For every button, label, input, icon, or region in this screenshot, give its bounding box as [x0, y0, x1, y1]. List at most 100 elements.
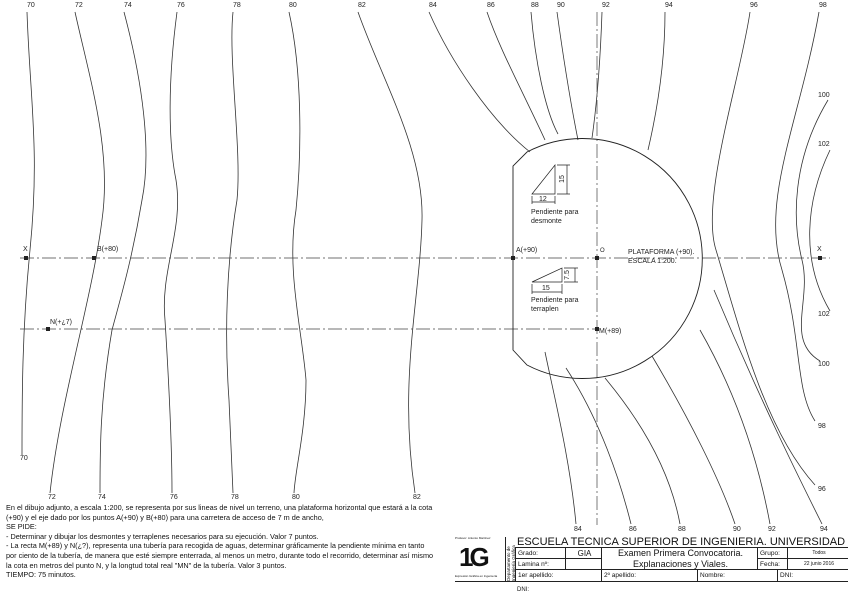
contour-elevation-label: 80: [292, 494, 300, 501]
contour-elevation-label: 80: [289, 2, 297, 9]
exam-title: Examen Primera Convocatoria. Explanacion…: [601, 548, 757, 570]
contour-line: [21, 11, 35, 456]
contour-elevation-label: 70: [20, 455, 28, 462]
contour-elevation-label: 70: [27, 2, 35, 9]
logo: Profesor: Antonio Martínez 1G Expresión …: [455, 537, 505, 582]
point-o-label: O: [600, 248, 605, 254]
contour-line: [699, 329, 771, 525]
contour-elevation-label: 78: [233, 2, 241, 9]
contour-elevation-label: 90: [557, 2, 565, 9]
contour-elevation-label: 94: [820, 526, 828, 533]
desmonte-slope-triangle: [531, 163, 556, 195]
contour-elevation-label: 86: [629, 526, 637, 533]
contour-line: [357, 11, 423, 494]
terraplen-slope-triangle: [531, 267, 563, 283]
point-n-label: N(+¿7): [50, 319, 72, 326]
contour-elevation-label: 96: [818, 486, 826, 493]
contour-line: [544, 351, 577, 525]
terraplen-caption-2: terraplen: [531, 306, 559, 313]
statement-task-1: - Determinar y dibujar los desmontes y t…: [6, 531, 319, 541]
contour-line: [288, 11, 307, 494]
contour-elevation-label: 76: [170, 494, 178, 501]
name-field[interactable]: Nombre:: [697, 570, 777, 582]
title-block: Profesor: Antonio Martínez 1G Expresión …: [455, 537, 848, 582]
fecha-value: 22 junio 2016: [787, 559, 848, 570]
contour-elevation-label: 84: [429, 2, 437, 9]
contour-line: [775, 11, 820, 422]
logo-caption: Expresión Gráfica en Ingeniería: [455, 574, 498, 578]
grupo-value: Todos: [787, 548, 848, 559]
contour-elevation-label: 78: [231, 494, 239, 501]
contour-elevation-label: 74: [124, 2, 132, 9]
point-x-right-marker: [818, 256, 822, 260]
point-x-left-marker: [24, 256, 28, 260]
contour-elevation-label: 74: [98, 494, 106, 501]
contour-elevation-label: 92: [602, 2, 610, 9]
school-title: ESCUELA TÉCNICA SUPERIOR DE INGENIERÍA. …: [515, 537, 848, 548]
fecha-label: Fecha:: [757, 559, 787, 570]
contour-line: [428, 11, 531, 153]
lamina-label: Lamina nº:: [515, 559, 565, 570]
terraplen-caption-1: Pendiente para: [531, 297, 579, 304]
point-x-left-label: X: [23, 246, 28, 253]
contour-line: [591, 11, 603, 139]
scale-label: ESCALA 1:200.: [628, 258, 677, 265]
desmonte-width: 12: [539, 196, 547, 203]
contour-elevation-label: 102: [818, 311, 830, 318]
grado-label: Grado:: [515, 548, 565, 559]
contour-line: [486, 11, 546, 141]
point-b-marker: [92, 256, 96, 260]
contour-line: [99, 11, 147, 494]
contour-line: [604, 377, 681, 525]
point-a-label: A(+90): [516, 247, 538, 254]
dni-footer-label: DNI:: [517, 587, 529, 593]
contour-elevation-label: 94: [665, 2, 673, 9]
lamina-value: [565, 559, 601, 570]
terraplen-dimensions: [531, 267, 578, 294]
terraplen-width: 15: [542, 285, 550, 292]
contour-elevation-label: 100: [818, 361, 830, 368]
contour-line: [565, 367, 632, 525]
grado-value: GIA: [565, 548, 601, 559]
logo-professor: Profesor: Antonio Martínez: [455, 537, 491, 540]
contour-elevation-label: 92: [768, 526, 776, 533]
contour-line: [163, 11, 179, 494]
exam-title-line-1: Examen Primera Convocatoria.: [617, 548, 744, 558]
desmonte-caption-1: Pendiente para: [531, 209, 579, 216]
desmonte-height: 15: [558, 175, 566, 183]
contour-elevation-label: 102: [818, 141, 830, 148]
contour-line: [711, 11, 816, 486]
contour-elevation-label: 88: [678, 526, 686, 533]
point-n-marker: [46, 327, 50, 331]
contour-elevation-label: 90: [733, 526, 741, 533]
contour-line: [647, 11, 666, 151]
second-surname-field[interactable]: 2º apellido:: [601, 570, 697, 582]
contour-line: [556, 11, 579, 141]
contour-elevation-label: 72: [48, 494, 56, 501]
contour-elevation-label: 86: [487, 2, 495, 9]
contour-elevation-label: 100: [818, 92, 830, 99]
contour-line: [651, 355, 736, 525]
point-b-label: B(+80): [97, 246, 119, 253]
first-surname-field[interactable]: 1er apellido:: [515, 570, 601, 582]
contour-line: [795, 99, 829, 362]
contour-line: [226, 11, 239, 494]
exam-title-line-2: Explanaciones y Viales.: [633, 558, 728, 569]
exam-statement: En el dibujo adjunto, a escala 1:200, se…: [6, 503, 436, 580]
contour-elevation-label: 76: [177, 2, 185, 9]
point-m-label: M(+89): [599, 328, 622, 335]
platform-outline: [512, 138, 703, 379]
point-m-marker: [595, 327, 599, 331]
contour-elevation-label: 82: [413, 494, 421, 501]
contour-line: [713, 289, 823, 525]
desmonte-caption-2: desmonte: [531, 218, 562, 225]
contour-line: [530, 11, 559, 135]
point-a-marker: [511, 256, 515, 260]
logo-mark: 1G: [459, 542, 490, 572]
dni-field[interactable]: DNI:: [777, 570, 848, 582]
contour-elevation-label: 98: [819, 2, 827, 9]
contour-line: [809, 149, 831, 312]
statement-intro: En el dibujo adjunto, a escala 1:200, se…: [6, 503, 433, 522]
contour-elevation-label: 82: [358, 2, 366, 9]
